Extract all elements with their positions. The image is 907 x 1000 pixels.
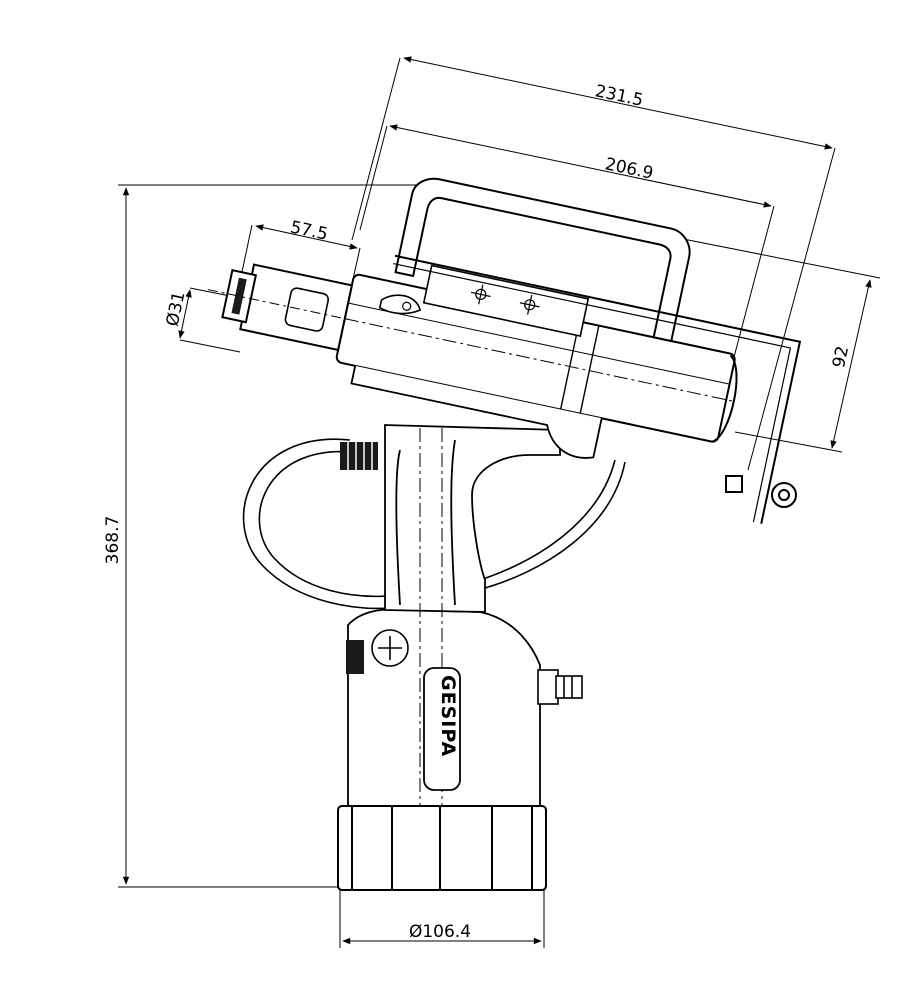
side-grip-pad (346, 640, 364, 674)
dim-base-diameter (339, 890, 545, 948)
dim-nose-length-label: 57.5 (288, 217, 329, 244)
dim-body-length-label: 206.9 (603, 154, 655, 184)
dim-head-height-label: 92 (829, 344, 853, 369)
hose-coupling-ribs (347, 442, 373, 470)
dim-total-height (118, 184, 430, 888)
dimension-lines (118, 56, 881, 948)
dim-overall-length-label: 231.5 (593, 81, 645, 111)
dim-base-diameter-label: Ø106.4 (409, 922, 471, 942)
brand-plate: GESIPA (423, 667, 461, 791)
dim-head-height (667, 235, 881, 453)
pivot-screw-icon (371, 629, 409, 667)
brand-logo: GESIPA (437, 675, 459, 757)
air-inlet-fitting (537, 669, 583, 705)
dim-total-height-label: 368.7 (103, 516, 123, 565)
dim-nose-diameter-label: Ø31 (163, 290, 190, 328)
base-ring (337, 805, 547, 891)
hanger-hook (725, 475, 797, 508)
air-hose (242, 438, 626, 610)
tool-head (207, 177, 802, 524)
